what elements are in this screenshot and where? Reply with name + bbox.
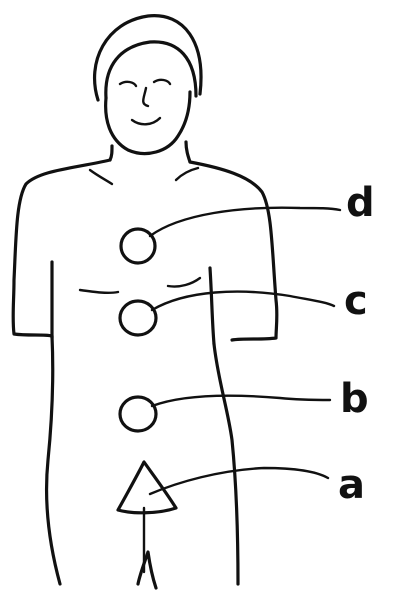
left-collarbone [90,170,112,184]
neck-right [186,142,190,162]
marker-c-circle [120,301,156,335]
hair-inner-line [106,42,196,98]
right-chest-line [168,278,200,287]
right-body-side [214,344,238,584]
nose [143,88,148,106]
leader-line-c [152,292,334,310]
left-body-side [47,336,61,584]
right-eye [154,80,170,84]
right-armpit-line [210,268,214,344]
left-shoulder-arm [13,160,110,336]
leader-lines [150,208,340,494]
groin-line [138,552,156,588]
leader-line-d [150,208,340,236]
label-b: b [340,376,369,422]
left-chest-line [80,290,118,293]
right-shoulder-arm [190,162,277,340]
face-outline [106,92,190,154]
left-eye [120,82,136,86]
markers [118,229,176,513]
neck-left [110,146,112,160]
head [95,16,201,154]
mouth [132,118,160,124]
label-a: a [338,462,365,508]
right-collarbone [176,168,198,180]
leader-line-b [152,396,330,406]
marker-b-circle [120,397,156,431]
leader-line-a [150,468,328,494]
labels: d c b a [338,180,375,508]
label-d: d [346,180,375,226]
label-c: c [344,278,368,324]
marker-d-circle [121,229,155,263]
